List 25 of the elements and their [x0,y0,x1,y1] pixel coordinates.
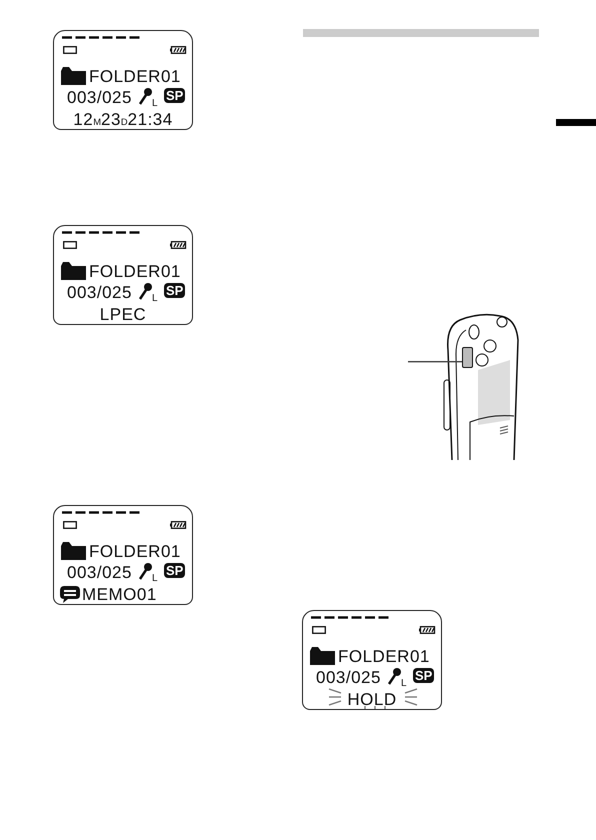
sp-indicator: SP [164,563,186,578]
display-text: 003/025 [67,89,132,106]
display-text: FOLDER01 [338,648,430,665]
display-text: L [152,294,158,304]
display-text: HOLD [347,691,397,708]
display-text: 003/025 [316,669,381,686]
display-text: FOLDER01 [89,68,181,85]
display-text: MEMO01 [82,586,157,603]
display-text: FOLDER01 [89,543,181,560]
hold-switch [462,347,473,368]
display-text: LPEC [100,306,146,323]
lcd-display [302,610,442,710]
sp-indicator: SP [164,88,186,103]
sp-indicator: SP [164,283,186,298]
leader-line [408,361,462,362]
lcd-display [53,225,193,325]
display-text: L [152,99,158,109]
lcd-display [53,30,193,130]
sp-indicator: SP [413,668,434,683]
display-text: L [152,574,158,584]
display-text: L [401,679,408,689]
lcd-display [53,505,193,605]
display-text: FOLDER01 [89,263,181,280]
display-text: 003/025 [67,284,132,301]
display-text: 003/025 [67,564,132,581]
